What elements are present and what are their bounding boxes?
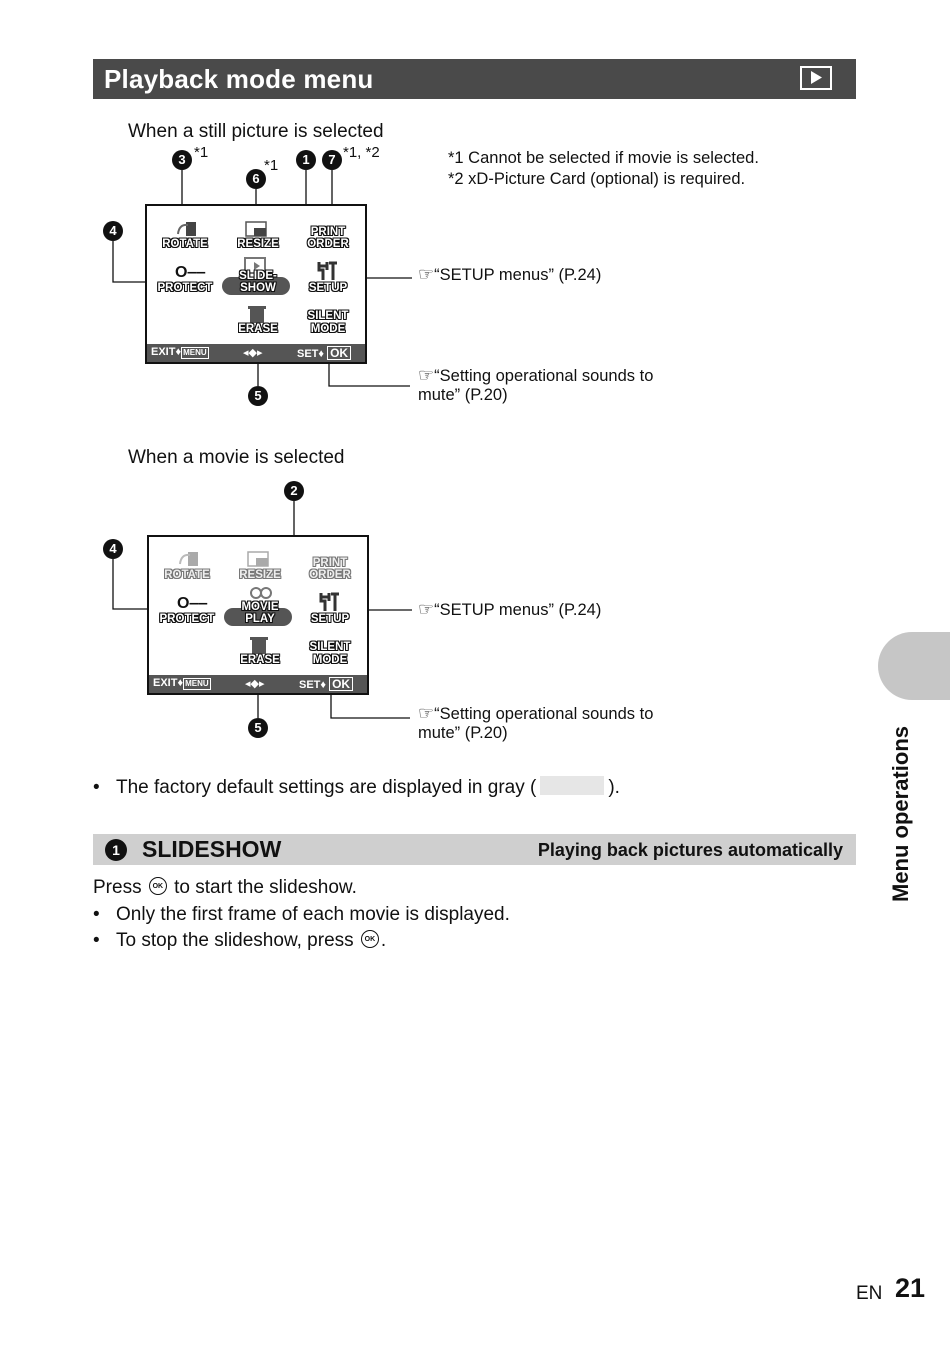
section-header: 1 SLIDESHOW Playing back pictures automa… [93,834,856,865]
menu-print-2: ORDER [309,569,351,581]
protect-key-icon: O‒‒ [175,264,206,281]
gray-swatch [540,776,605,796]
ref-silent-line2: mute” (P.20) [418,386,508,404]
resize-icon [245,221,267,237]
menu-slideshow-1: SLIDE- [239,270,277,282]
ok-button-icon: OK [148,876,167,895]
page-header: Playback mode menu [93,59,856,99]
protect-key-icon: O‒‒ [177,595,208,612]
movie-caption: When a movie is selected [128,447,345,468]
callout-3: 3 [172,150,192,170]
erase-trash-icon [248,306,266,323]
section-subtitle: Playing back pictures automatically [537,840,843,860]
reference-hand-icon: ☞ [418,703,435,723]
callout-6: 6 [246,169,266,189]
still-menu-screen: ROTATE RESIZE PRINT ORDER O‒‒ PROTECT SL… [145,204,367,364]
page-number: 21 [895,1273,926,1303]
callout-5: 5 [248,718,268,738]
press-instruction: Press OK to start the slideshow. [93,876,357,898]
still-caption: When a still picture is selected [128,121,384,142]
menu-silent-2: MODE [312,654,348,666]
setup-tools-icon [317,261,337,280]
page-title: Playback mode menu [104,64,374,94]
menu-rotate: ROTATE [162,238,208,250]
menu-resize: RESIZE [239,569,281,581]
callout-2: 2 [284,481,304,501]
menu-silent-2: MODE [310,323,346,335]
bullet: • [93,777,100,798]
callout-5: 5 [248,386,268,406]
note-1: *1 Cannot be selected if movie is select… [448,149,759,167]
reference-hand-icon: ☞ [418,599,435,619]
bullet-stop-slideshow: To stop the slideshow, press OK. [116,929,387,951]
callout-4: 4 [103,539,123,559]
arrow-pad-icon: ◂◆▸ [243,347,263,359]
movie-reel-icon [250,587,272,599]
bullet-first-frame: Only the first frame of each movie is di… [116,904,510,925]
ref-setup-menus: ☞“SETUP menus” (P.24) [418,599,602,619]
side-tab [878,632,950,700]
menu-print-1: PRINT [310,226,346,238]
callout-lines [112,170,412,387]
set-label: SET♦ OK [297,346,352,360]
footer-language: EN [856,1283,883,1304]
note-ref: *1 [194,144,209,161]
menu-setup: SETUP [310,613,350,625]
ref-silent-line2: mute” (P.20) [418,724,508,742]
erase-trash-icon [250,637,268,654]
menu-erase: ERASE [238,323,278,335]
ref-silent-line1: ☞“Setting operational sounds to [418,365,654,385]
side-tab-label: Menu operations [888,725,913,902]
bullet: • [93,904,100,925]
resize-icon [247,551,269,567]
setup-tools-icon [319,592,339,611]
ref-silent-line1: ☞“Setting operational sounds to [418,703,654,723]
menu-silent-1: SILENT [307,310,349,322]
menu-silent-1: SILENT [309,641,351,653]
exit-label: EXIT♦MENU [151,346,209,359]
rotate-icon [179,552,198,566]
arrow-pad-icon: ◂◆▸ [245,678,265,690]
note-2: *2 xD-Picture Card (optional) is require… [448,170,746,188]
default-note: The factory default settings are display… [116,776,620,798]
note-ref: *1 [264,157,279,174]
menu-protect: PROTECT [159,613,215,625]
menu-print-2: ORDER [307,238,349,250]
set-label: SET♦ OK [299,677,354,691]
menu-rotate: ROTATE [164,569,210,581]
reference-hand-icon: ☞ [418,264,435,284]
playback-icon [800,66,832,90]
note-ref: *1, *2 [343,144,380,161]
menu-movie-play-1: MOVIE [241,601,279,613]
menu-setup: SETUP [308,282,348,294]
screen-footer: EXIT♦MENU ◂◆▸ SET♦ OK [149,675,367,693]
menu-movie-play-2: PLAY [245,613,275,625]
callout-7: 7 [322,150,342,170]
movie-menu-screen: ROTATE RESIZE PRINT ORDER O‒‒ PROTECT MO… [147,535,369,695]
section-title: SLIDESHOW [142,836,282,862]
reference-hand-icon: ☞ [418,365,435,385]
slideshow-icon [244,257,266,274]
section-number: 1 [105,839,127,861]
menu-slideshow-2: SHOW [240,282,276,294]
rotate-icon [177,222,196,236]
ok-button-icon: OK [360,929,379,948]
callout-1: 1 [296,150,316,170]
menu-erase: ERASE [240,654,280,666]
menu-print-1: PRINT [312,557,348,569]
callout-4: 4 [103,221,123,241]
selected-highlight [224,608,292,626]
menu-protect: PROTECT [157,282,213,294]
bullet: • [93,930,100,951]
exit-label: EXIT♦MENU [153,677,211,690]
menu-resize: RESIZE [237,238,279,250]
selected-highlight [222,277,290,295]
ref-setup-menus: ☞“SETUP menus” (P.24) [418,264,602,284]
screen-footer: EXIT♦MENU ◂◆▸ SET♦ OK [147,344,365,362]
callout-lines [112,501,412,719]
